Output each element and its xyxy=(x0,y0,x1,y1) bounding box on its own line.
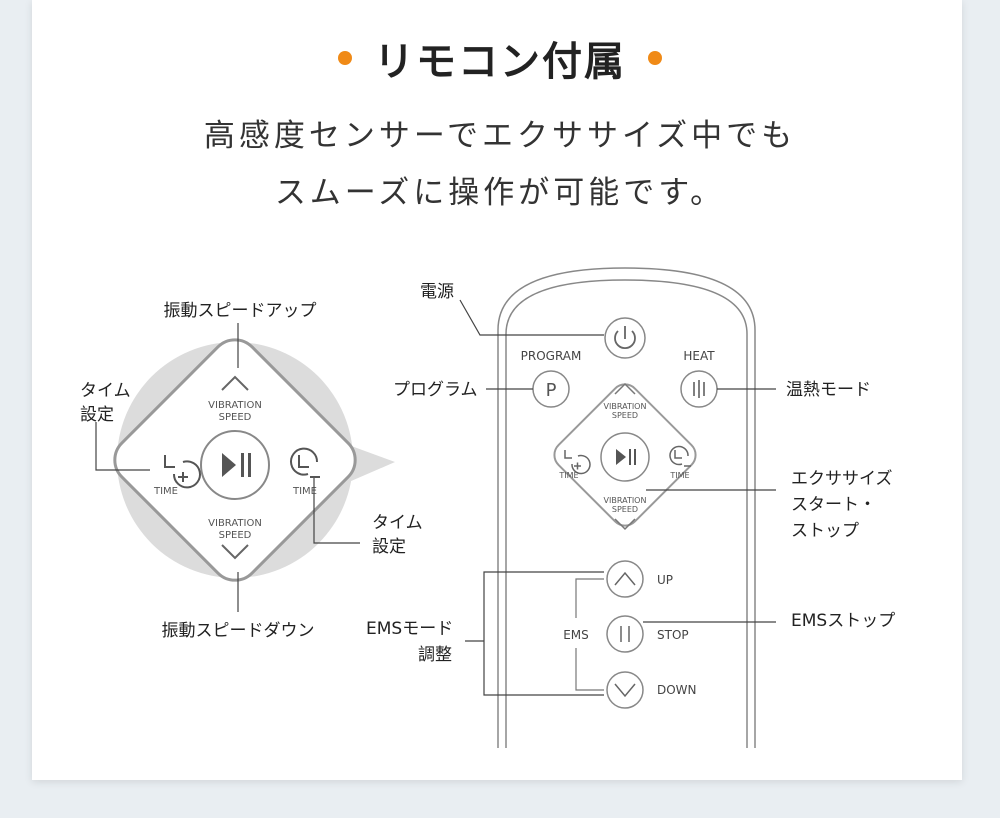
heat-icon xyxy=(693,380,705,398)
time-right-label-1: タイム xyxy=(372,513,423,533)
ems-text: EMS xyxy=(563,628,589,642)
remote-vib-down-2: SPEED xyxy=(612,505,638,514)
remote-time-plus-icon[interactable] xyxy=(564,450,591,475)
zoom-time-left-text: TIME xyxy=(153,486,178,497)
ems-stop-icon xyxy=(620,626,630,642)
ems-down-icon xyxy=(614,683,636,698)
vib-down-label: 振動スピードダウン xyxy=(162,621,315,641)
power-icon xyxy=(614,326,636,350)
ems-down-text: DOWN xyxy=(657,683,697,697)
ems-bracket xyxy=(575,578,604,691)
ems-adjust-callout-1: EMSモード xyxy=(366,619,453,639)
zoom-detail: VIBRATION SPEED TIME TIME VIBRATION SPEE… xyxy=(113,338,395,582)
exercise-callout-3: ストップ xyxy=(791,521,859,541)
zoom-time-right-text: TIME xyxy=(292,486,317,497)
time-plus-icon xyxy=(164,455,201,489)
ems-stop-text: STOP xyxy=(657,628,689,642)
program-glyph: P xyxy=(546,380,557,401)
program-text: PROGRAM xyxy=(521,349,582,363)
bullet-dot-right xyxy=(648,51,662,65)
remote-chevron-up-icon[interactable] xyxy=(614,382,636,395)
subtitle-line-2: スムーズに操作が可能です。 xyxy=(274,175,726,211)
remote-time-minus-icon[interactable] xyxy=(669,445,691,467)
exercise-callout-1: エクササイズ xyxy=(791,469,893,489)
ems-adjust-callout-2: 調整 xyxy=(418,645,452,665)
remote-time-left-text: TIME xyxy=(558,471,578,480)
remote-chevron-down-icon[interactable] xyxy=(614,518,636,531)
bullet-dot-left xyxy=(338,51,352,65)
ems-stop-button[interactable] xyxy=(606,615,644,653)
zoom-vib-down-text-1: VIBRATION xyxy=(208,518,262,529)
play-pause-icon xyxy=(222,453,251,477)
time-right-label-2: 設定 xyxy=(372,537,406,557)
ems-stop-callout: EMSストップ xyxy=(791,611,895,631)
subtitle: 高感度センサーでエクササイズ中でも スムーズに操作が可能です。 xyxy=(0,108,1000,222)
chevron-down-icon xyxy=(221,544,249,560)
remote-body xyxy=(497,267,756,748)
ems-up-icon xyxy=(614,571,636,586)
zoom-vib-up-text-2: SPEED xyxy=(219,412,252,423)
remote-callouts xyxy=(459,299,776,696)
zoom-vib-up-text-1: VIBRATION xyxy=(208,400,262,411)
heat-callout: 温熱モード xyxy=(786,380,871,400)
vib-up-label: 振動スピードアップ xyxy=(164,301,317,321)
ems-up-button[interactable] xyxy=(606,560,644,598)
remote-time-right-text: TIME xyxy=(669,471,689,480)
heat-text: HEAT xyxy=(683,349,715,363)
ems-down-button[interactable] xyxy=(606,671,644,709)
exercise-callout-2: スタート・ xyxy=(791,495,876,515)
remote-vib-up-2: SPEED xyxy=(612,411,638,420)
chevron-up-icon xyxy=(221,375,249,391)
time-minus-icon xyxy=(290,447,320,478)
power-callout: 電源 xyxy=(420,282,454,302)
ems-up-text: UP xyxy=(657,573,673,587)
zoom-vib-down-text-2: SPEED xyxy=(219,530,252,541)
page-title: リモコン付属 xyxy=(374,39,626,85)
remote-vib-up-1: VIBRATION xyxy=(604,402,647,411)
time-left-label-2: 設定 xyxy=(80,405,114,425)
remote-play-pause-icon xyxy=(616,449,636,465)
zoom-callouts xyxy=(95,323,360,612)
subtitle-line-1: 高感度センサーでエクササイズ中でも xyxy=(203,118,797,154)
time-left-label-1: タイム xyxy=(80,381,131,401)
program-callout: プログラム xyxy=(393,380,478,400)
title-row: リモコン付属 xyxy=(0,30,1000,86)
remote-vib-down-1: VIBRATION xyxy=(604,496,647,505)
